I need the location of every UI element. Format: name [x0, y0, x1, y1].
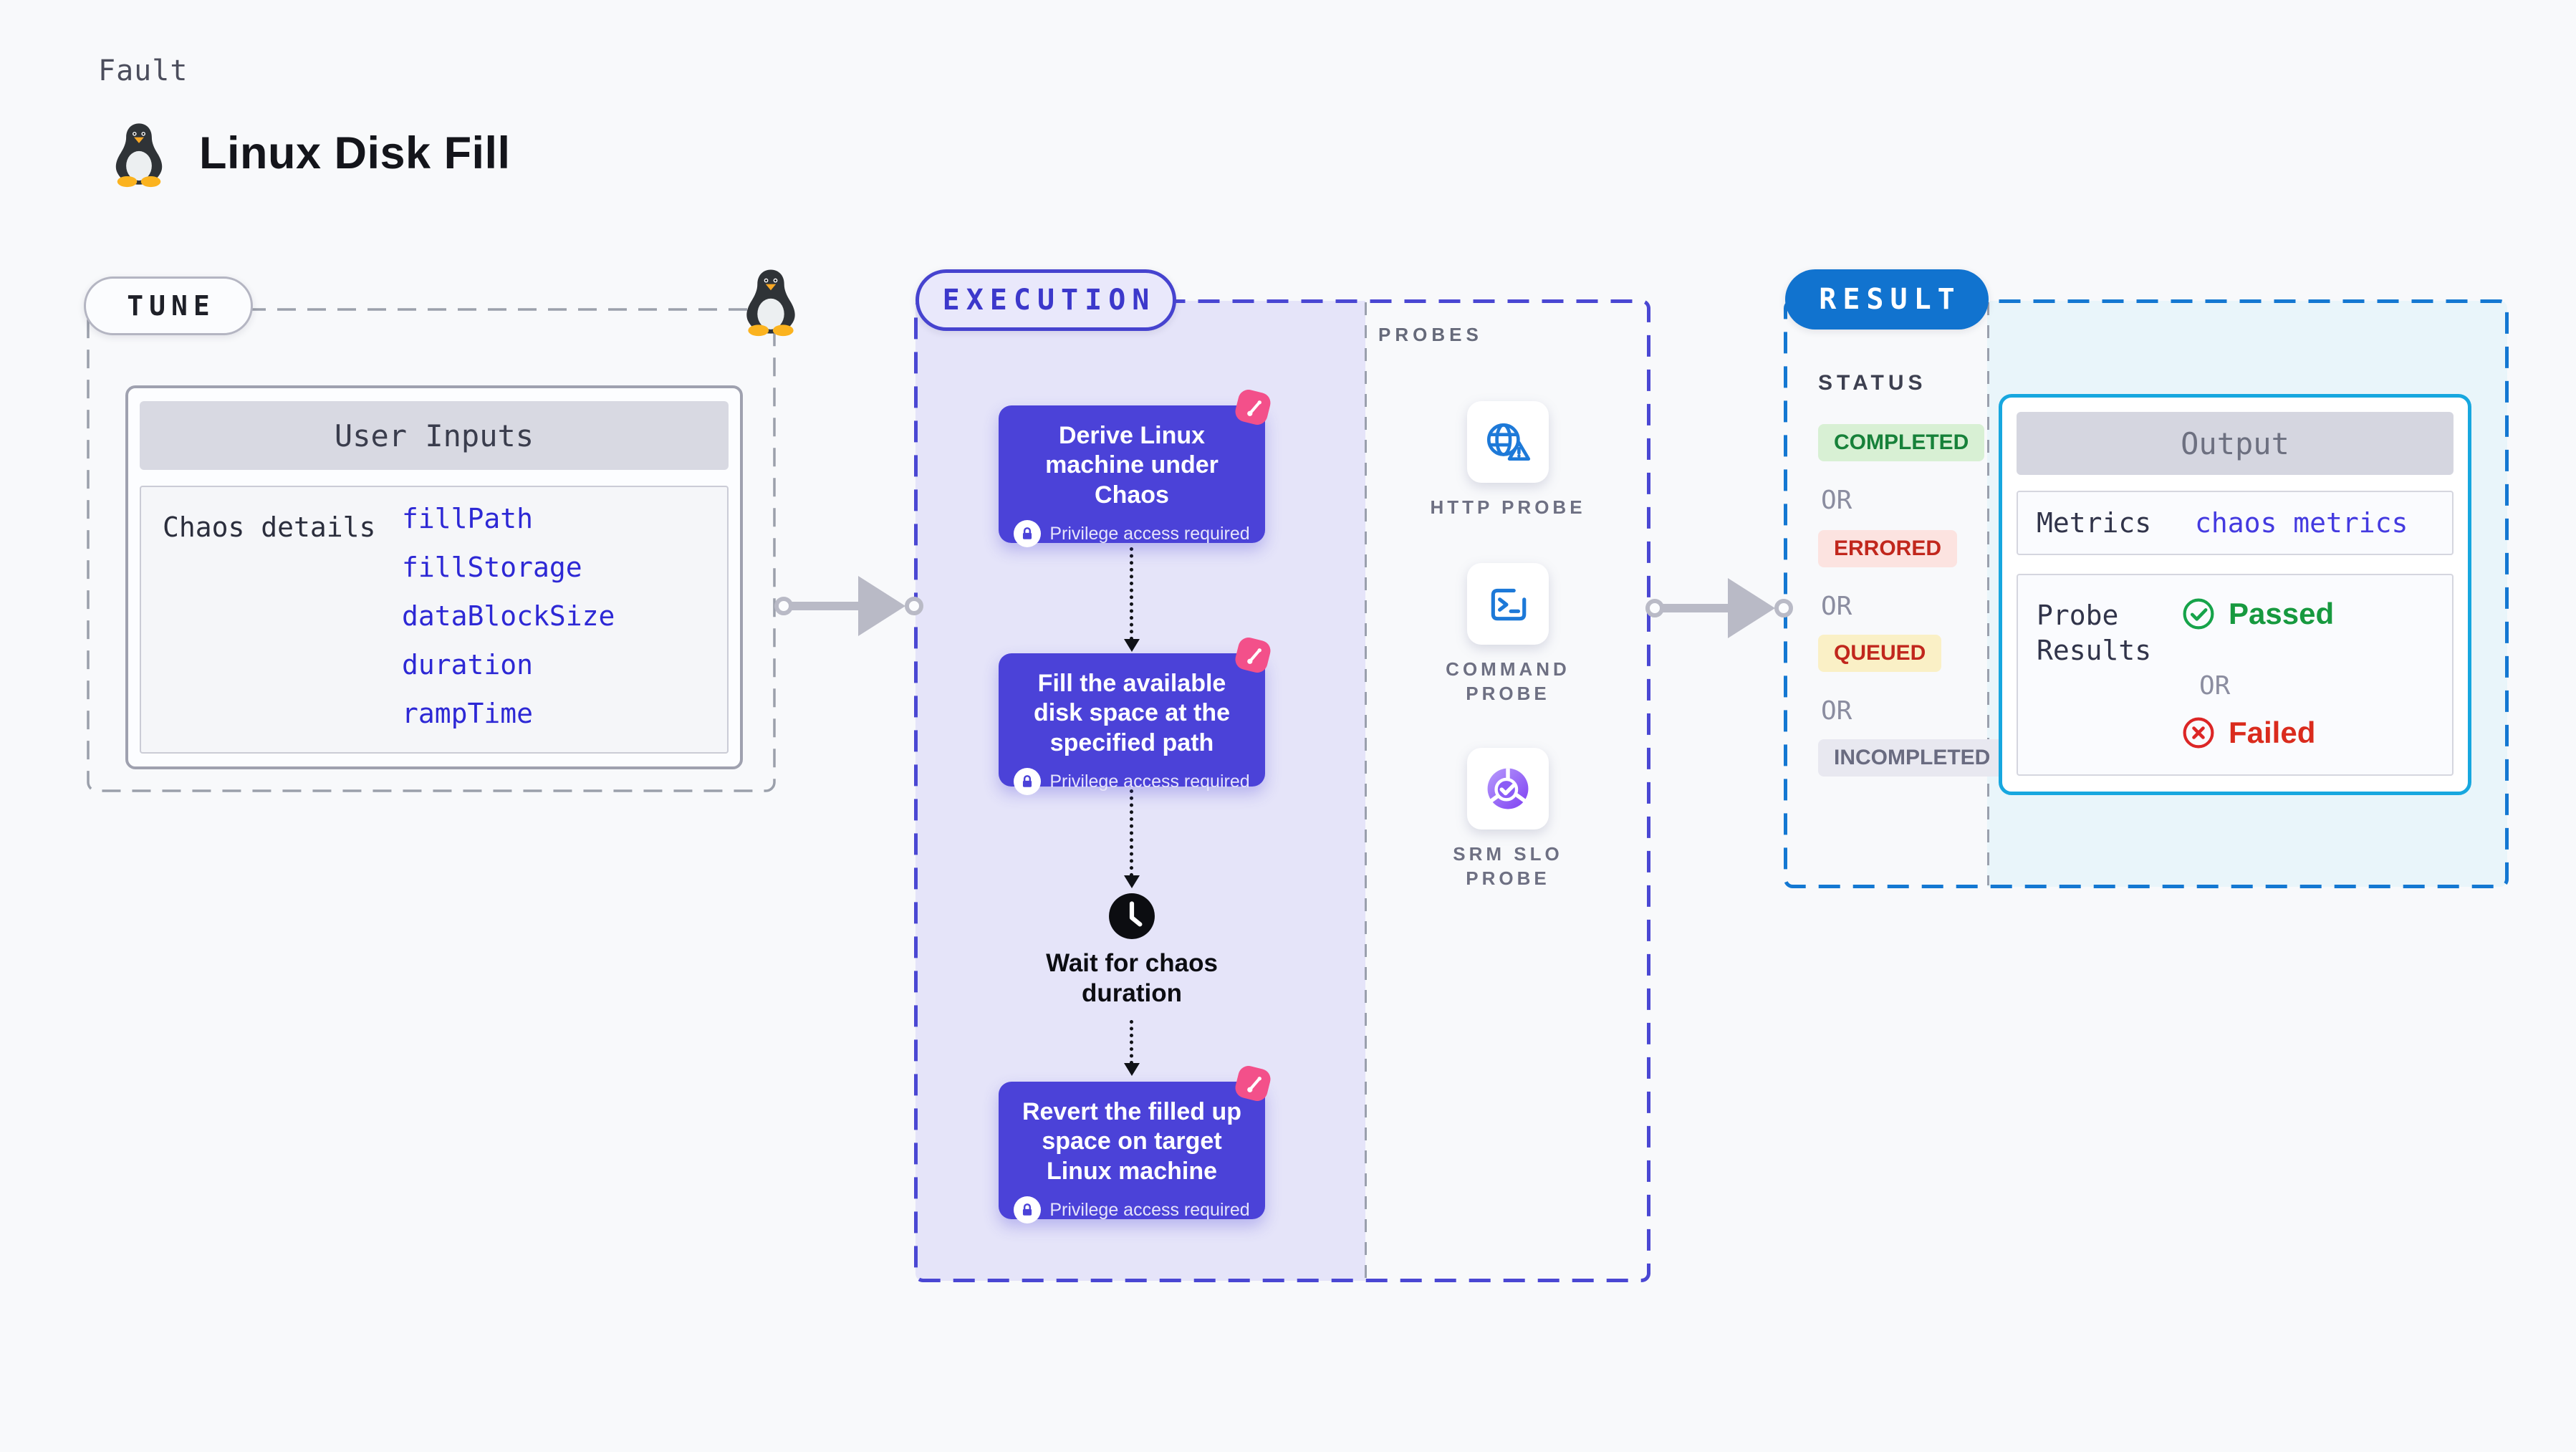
arrow-head-icon [1728, 578, 1775, 638]
tux-penguin-icon [115, 123, 163, 188]
flow-connector [1130, 1020, 1133, 1064]
arrow-line [788, 602, 860, 610]
input-link-fillpath[interactable]: fillPath [402, 503, 534, 534]
or-label: OR [1821, 696, 1852, 726]
fault-kicker: Fault [98, 54, 188, 87]
flow-arrow-icon [1124, 875, 1140, 888]
node-title: Derive Linux machine under Chaos [1045, 422, 1219, 509]
tune-pill: TUNE [84, 277, 253, 335]
chaos-fault-icon [1235, 390, 1271, 425]
lock-icon [1014, 520, 1042, 548]
input-link-fillstorage[interactable]: fillStorage [402, 552, 582, 583]
flow-connector [1130, 547, 1133, 640]
check-circle-icon [2183, 598, 2214, 630]
execution-pill-label: EXECUTION [942, 284, 1156, 317]
chaos-fault-icon [1235, 638, 1271, 673]
node-revert-space: Revert the filled up space on target Lin… [999, 1066, 1271, 1224]
passed-label: Passed [2229, 597, 2335, 630]
probe-card-http [1467, 401, 1549, 483]
chaos-metrics-link[interactable]: chaos metrics [2195, 507, 2408, 539]
probe-results-label: Probe Results [2037, 600, 2152, 667]
output-header: Output [2017, 412, 2454, 475]
metrics-row: Metrics chaos metrics [2017, 491, 2454, 555]
probes-separator [1365, 302, 1367, 1279]
privilege-badge-text: Privilege access required [1049, 1199, 1250, 1220]
probe-label-http: HTTP PROBE [1430, 496, 1586, 518]
slo-pie-icon [1487, 768, 1529, 809]
probe-results-row: Probe Results Passed OR Failed [2017, 574, 2454, 776]
arrow-head-icon [858, 576, 905, 636]
status-badge-errored: ERRORED [1818, 530, 1958, 567]
or-label: OR [1821, 486, 1852, 515]
verdict-passed: Passed [2181, 597, 2334, 631]
user-inputs-card: User Inputs Chaos details fillPath fillS… [125, 385, 743, 769]
globe-alert-icon [1486, 423, 1531, 461]
status-badge-queued: QUEUED [1818, 635, 1942, 672]
page-title: Linux Disk Fill [199, 128, 511, 178]
probe-label-command: COMMAND PROBE [1446, 658, 1570, 704]
execution-dashed-frame [914, 299, 1650, 1282]
or-label: OR [2199, 671, 2231, 701]
execution-pill: EXECUTION [915, 269, 1176, 331]
probe-card-command [1467, 563, 1549, 645]
chaos-details-row: Chaos details fillPath fillStorage dataB… [140, 486, 729, 754]
privilege-badge-text: Privilege access required [1049, 771, 1250, 792]
flow-arrow-icon [1124, 1063, 1140, 1076]
privilege-badge-text: Privilege access required [1049, 523, 1250, 544]
privilege-badge: Privilege access required [1013, 1196, 1251, 1224]
status-label: STATUS [1818, 371, 1927, 395]
failed-label: Failed [2229, 716, 2316, 749]
input-link-datablocksize[interactable]: dataBlockSize [402, 600, 615, 632]
tune-pill-label: TUNE [127, 290, 216, 322]
wait-step-label: Wait for chaos duration [1046, 949, 1218, 1007]
x-circle-icon [2183, 717, 2214, 749]
probe-label-srm-slo: SRM SLO PROBE [1453, 843, 1563, 889]
metrics-label: Metrics [2037, 507, 2152, 539]
terminal-icon [1491, 588, 1527, 621]
flow-arrow-icon [1124, 639, 1140, 652]
user-inputs-header: User Inputs [140, 401, 729, 470]
result-dashed-frame [1784, 299, 2509, 888]
privilege-badge: Privilege access required [1013, 520, 1251, 548]
status-output-separator [1987, 302, 1989, 885]
lock-icon [1014, 1196, 1042, 1224]
node-title: Fill the available disk space at the spe… [1033, 670, 1230, 756]
status-badge-incompleted: INCOMPLETED [1818, 739, 2007, 777]
verdict-failed: Failed [2181, 716, 2315, 750]
arrow-start-circle [774, 597, 793, 615]
result-pill-label: RESULT [1819, 283, 1961, 316]
node-derive-machine: Derive Linux machine under Chaos Privile… [999, 390, 1271, 548]
output-card: Output Metrics chaos metrics Probe Resul… [1999, 394, 2471, 795]
arrow-line [1659, 604, 1729, 612]
arrow-end-circle [1774, 599, 1793, 617]
lock-icon [1014, 768, 1042, 796]
probes-section-label: PROBES [1378, 324, 1483, 345]
arrow-end-circle [905, 597, 923, 615]
chaos-fault-icon [1235, 1066, 1271, 1101]
tune-dashed-frame [87, 308, 776, 792]
chaos-details-label: Chaos details [163, 511, 376, 543]
input-link-ramptime[interactable]: rampTime [402, 698, 534, 729]
privilege-badge: Privilege access required [1013, 768, 1251, 796]
node-fill-disk: Fill the available disk space at the spe… [999, 638, 1271, 796]
result-pill: RESULT [1785, 269, 1989, 330]
or-label: OR [1821, 592, 1852, 621]
tux-penguin-icon [746, 269, 795, 337]
node-title: Revert the filled up space on target Lin… [1022, 1098, 1242, 1185]
clock-icon [1109, 893, 1155, 939]
flow-connector [1130, 789, 1133, 877]
arrow-start-circle [1645, 599, 1664, 617]
status-badge-completed: COMPLETED [1818, 424, 1985, 461]
input-link-duration[interactable]: duration [402, 649, 534, 681]
probe-card-srm-slo [1467, 748, 1549, 830]
